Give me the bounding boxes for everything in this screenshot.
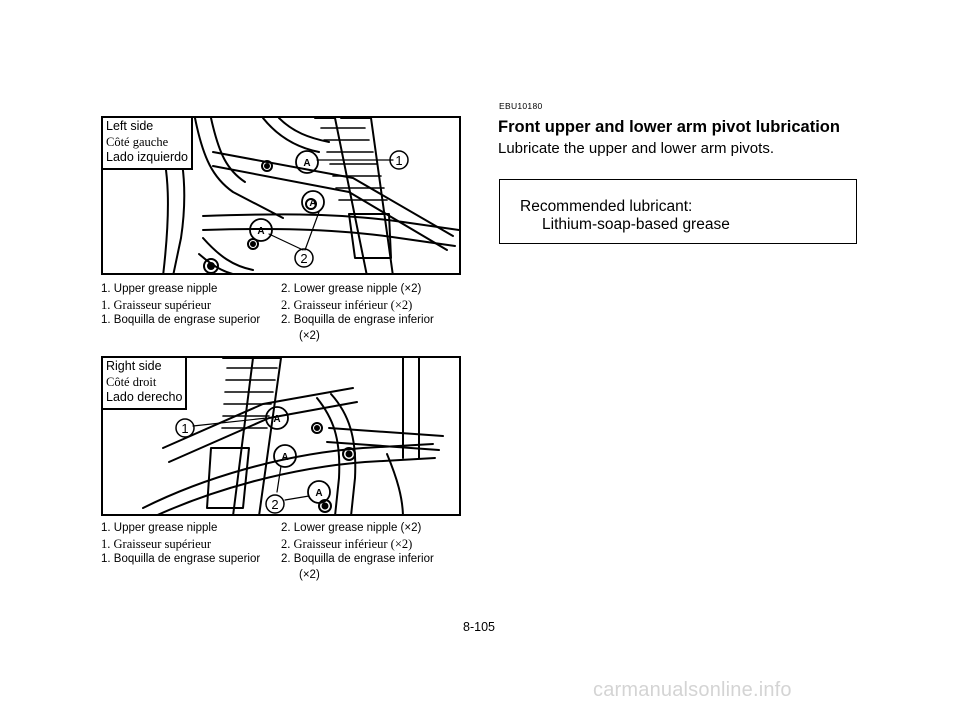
callout-2: 2 (271, 497, 278, 512)
side-label-box: Right side Côté droit Lado derecho (103, 358, 188, 410)
caption-item-2-fr: 2. Graisseur inférieur (×2) (281, 297, 413, 312)
side-label-en: Left side (106, 119, 154, 133)
caption-item-2-en: 2. Lower grease nipple (×2) (281, 522, 422, 534)
side-label-en: Right side (106, 359, 162, 373)
caption-item-2-es: 2. Boquilla de engrase inferior (281, 314, 434, 326)
section-title: Front upper and lower arm pivot lubricat… (498, 118, 840, 136)
caption-item-2-fr: 2. Graisseur inférieur (×2) (281, 536, 413, 551)
caption-item-2-es: 2. Boquilla de engrase inferior (281, 553, 434, 565)
lubricant-label: Recommended lubricant: (520, 198, 693, 215)
side-label-es: Lado izquierdo (106, 150, 189, 164)
caption-item-1-en: 1. Upper grease nipple (101, 283, 218, 295)
caption-item-1-fr: 1. Graisseur supérieur (101, 297, 212, 312)
caption-item-1-en: 1. Upper grease nipple (101, 522, 218, 534)
side-label-fr: Côté droit (106, 374, 157, 389)
right-suspension-illustration: A A A 1 2 (142, 358, 444, 514)
caption-item-2-en: 2. Lower grease nipple (×2) (281, 283, 422, 295)
caption-item-1-es: 1. Boquilla de engrase superior (101, 553, 261, 565)
caption-item-1-es: 1. Boquilla de engrase superior (101, 314, 261, 326)
caption-item-2-es-cont: (×2) (299, 329, 320, 342)
section-body: Lubricate the upper and lower arm pivots… (498, 140, 774, 157)
lubricant-value: Lithium-soap-based grease (542, 216, 730, 233)
callout-1: 1 (181, 421, 188, 436)
side-label-box: Left side Côté gauche Lado izquierdo (103, 118, 194, 170)
grease-mark-a: A (309, 198, 316, 209)
grease-mark-a: A (315, 488, 322, 499)
figure-right-side: A A A 1 2 Right side Côté droit Lado der… (101, 356, 461, 516)
side-label-fr: Côté gauche (106, 134, 169, 149)
grease-mark-a: A (257, 226, 264, 237)
grease-mark-a: A (303, 158, 310, 169)
side-label-es: Lado derecho (106, 390, 183, 404)
grease-mark-a: A (281, 452, 288, 463)
watermark: carmanualsonline.info (593, 679, 792, 701)
page-number: 8-105 (463, 620, 495, 634)
callout-2: 2 (300, 251, 307, 266)
caption-item-2-es-cont: (×2) (299, 568, 320, 581)
callout-1: 1 (395, 153, 402, 168)
section-code: EBU10180 (499, 101, 543, 111)
recommended-lubricant-box: Recommended lubricant: Lithium-soap-base… (499, 179, 857, 244)
grease-mark-a: A (273, 414, 280, 425)
caption-item-1-fr: 1. Graisseur supérieur (101, 536, 212, 551)
left-suspension-illustration: A A A 1 2 (158, 118, 459, 273)
figure-left-side: A A A 1 2 Left side Côté gauche Lado izq… (101, 116, 461, 275)
